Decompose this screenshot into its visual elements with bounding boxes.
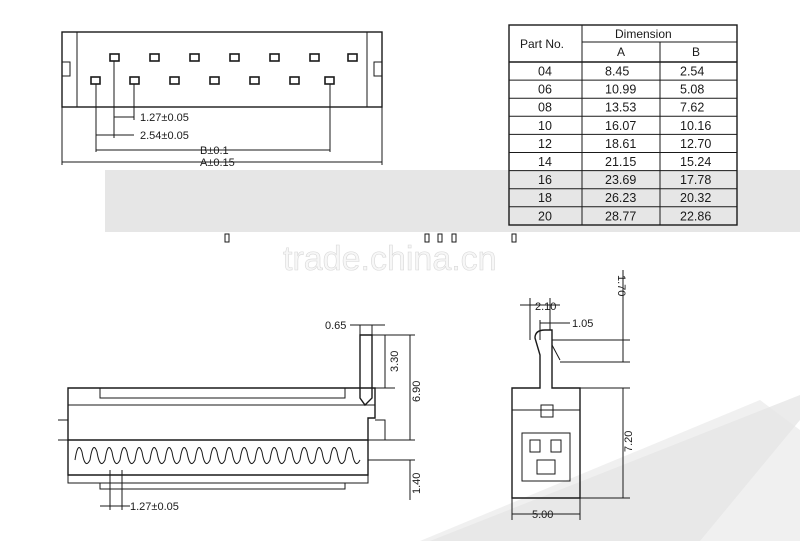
- pin: [324, 76, 335, 85]
- table-cell-a: 23.69: [605, 173, 636, 187]
- watermark-swoosh-2: [420, 400, 800, 541]
- table-rows: 04 8.45 2.54 06 10.99 5.08 08 13.53 7.62 10 16.07 1…: [509, 65, 737, 223]
- b-dimension: B±0.1: [200, 145, 229, 157]
- top-view-latch-left: [61, 61, 71, 77]
- pin: [209, 76, 220, 85]
- table-cell-a: 16.07: [605, 119, 636, 133]
- side-view: 2.10 1.05 1.70 7.20 5.00: [511, 270, 635, 521]
- dim-6.90: 6.90: [411, 381, 423, 402]
- table-cell-part: 20: [538, 209, 552, 223]
- table-cell-b: 5.08: [680, 83, 704, 97]
- table-cell-b: 17.78: [680, 173, 711, 187]
- table-cell-part: 12: [538, 137, 552, 151]
- pitch-dimension: 1.27±0.05: [140, 112, 189, 124]
- dim-1.70: 1.70: [615, 275, 627, 296]
- table-cell-part: 18: [538, 191, 552, 205]
- top-view-body: [76, 31, 368, 108]
- pin: [169, 76, 180, 85]
- table-cell-a: 10.99: [605, 83, 636, 97]
- table-cell-b: 2.54: [680, 65, 704, 79]
- watermark-band: [105, 170, 800, 232]
- front-pitch-dimension: 1.27±0.05: [130, 501, 179, 513]
- pin: [289, 76, 300, 85]
- table-cell-a: 21.15: [605, 155, 636, 169]
- a-dimension: A±0.15: [200, 157, 235, 169]
- dim-2.10: 2.10: [535, 301, 556, 313]
- table-cell-part: 08: [538, 101, 552, 115]
- table-cell-b: 15.24: [680, 155, 711, 169]
- dim-1.05: 1.05: [572, 318, 593, 330]
- table-cell-b: 10.16: [680, 119, 711, 133]
- table-cell-b: 12.70: [680, 137, 711, 151]
- table-cell-b: 20.32: [680, 191, 711, 205]
- watermark-text: trade.china.cn: [283, 240, 497, 278]
- table-cell-a: 26.23: [605, 191, 636, 205]
- pin: [269, 53, 280, 62]
- table-cell-b: 22.86: [680, 209, 711, 223]
- table-cell-a: 28.77: [605, 209, 636, 223]
- pin: [347, 53, 358, 62]
- pin: [229, 53, 240, 62]
- dim-0.65: 0.65: [325, 320, 346, 332]
- pin: [189, 53, 200, 62]
- table-header-a: A: [617, 45, 625, 59]
- pin: [309, 53, 320, 62]
- pin: [249, 76, 260, 85]
- table-cell-a: 8.45: [605, 65, 629, 79]
- dim-3.30: 3.30: [389, 351, 401, 372]
- table-header-b: B: [692, 45, 700, 59]
- table-cell-a: 13.53: [605, 101, 636, 115]
- table-cell-part: 16: [538, 173, 552, 187]
- table-header-part: Part No.: [520, 37, 564, 51]
- row-pitch-dimension: 2.54±0.05: [140, 130, 189, 142]
- pin: [90, 76, 101, 85]
- pin: [149, 53, 160, 62]
- top-view: 1.27±0.05 2.54±0.05 B±0.1 A±0.15: [61, 31, 383, 169]
- pin: [109, 53, 120, 62]
- dim-5.00: 5.00: [532, 509, 553, 521]
- top-view-outline: [61, 31, 383, 108]
- dimension-table: Part No. Dimension A B 04 8.45 2.54 06 10.99…: [508, 24, 738, 226]
- table-header-dimension: Dimension: [615, 27, 672, 41]
- dim-1.40: 1.40: [411, 473, 423, 494]
- table-cell-part: 04: [538, 65, 552, 79]
- table-cell-a: 18.61: [605, 137, 636, 151]
- dim-7.20: 7.20: [623, 431, 635, 452]
- table-cell-part: 14: [538, 155, 552, 169]
- table-cell-part: 06: [538, 83, 552, 97]
- table-cell-b: 7.62: [680, 101, 704, 115]
- table-cell-part: 10: [538, 119, 552, 133]
- front-view: 0.65 3.30 6.90 1.40 1.27±0.05: [58, 320, 423, 513]
- top-view-latch-right: [373, 61, 383, 77]
- pin: [129, 76, 140, 85]
